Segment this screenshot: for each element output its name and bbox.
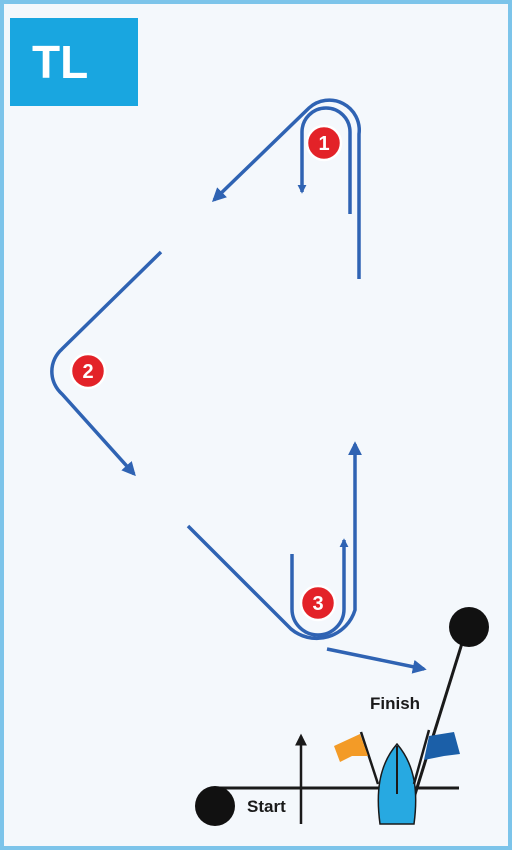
mark-2: 2: [69, 352, 107, 390]
finish-pin-buoy: [449, 607, 489, 647]
course-type-badge: TL: [10, 18, 138, 106]
finish-line: [410, 623, 470, 805]
blue-flag: [424, 732, 460, 760]
start-label: Start: [247, 797, 286, 816]
course-leg-rounding-2: [50, 250, 163, 477]
mark-2-number: 2: [82, 361, 93, 383]
mark-1-number: 1: [318, 133, 329, 155]
finish-label: Finish: [370, 694, 420, 713]
blue-flag-pole: [412, 729, 431, 785]
mark-3-number: 3: [312, 593, 323, 615]
course-loop-mark-3: [290, 538, 349, 637]
mark-3: 3: [299, 584, 337, 622]
start-pin-buoy: [195, 786, 235, 826]
course-diagram: 1 2 3 Finish Start: [50, 98, 489, 826]
orange-flag: [334, 734, 368, 762]
course-leg-to-finish: [326, 647, 427, 674]
course-leg-upwind-rounding-1: [211, 98, 361, 279]
mark-1: 1: [305, 124, 343, 162]
orange-flag-pole: [359, 731, 380, 785]
course-loop-mark-1: [297, 106, 352, 214]
course-leg-rounding-3: [186, 441, 362, 641]
